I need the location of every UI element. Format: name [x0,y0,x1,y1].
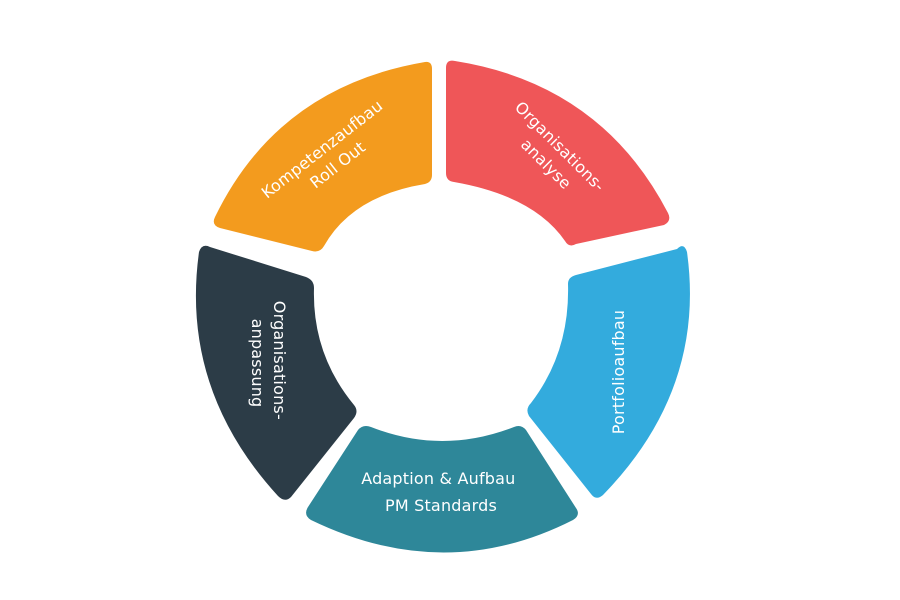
segment-shape-kompetenzaufbau-roll-out [213,61,432,252]
segment-label-line: Portfolioaufbau [609,310,628,435]
segment-organisationsanpassung: Organisations- anpassung [195,245,357,500]
segment-label-line: Organisations- [270,301,289,420]
segment-label-portfolioaufbau: Portfolioaufbau [609,310,628,435]
segment-label-line: Adaption & Aufbau [361,469,515,488]
segment-label-adaption-aufbau-pm-standards: Adaption & Aufbau PM Standards [361,469,521,515]
segment-portfolioaufbau: Portfolioaufbau [527,246,690,498]
segment-label-line: anpassung [248,319,267,408]
segment-label-organisationsanpassung: Organisations- anpassung [248,301,289,425]
segment-shape-portfolioaufbau [527,246,690,498]
segment-organisationsanalyse: Organisations- analyse [446,60,670,246]
segment-shape-adaption-aufbau-pm-standards [306,426,578,553]
segment-kompetenzaufbau-roll-out: Kompetenzaufbau Roll Out [213,61,432,252]
segment-adaption-aufbau-pm-standards: Adaption & Aufbau PM Standards [306,426,578,553]
segment-shape-organisationsanpassung [195,245,357,500]
segment-shape-organisationsanalyse [446,60,670,246]
segment-label-line: PM Standards [385,496,497,515]
